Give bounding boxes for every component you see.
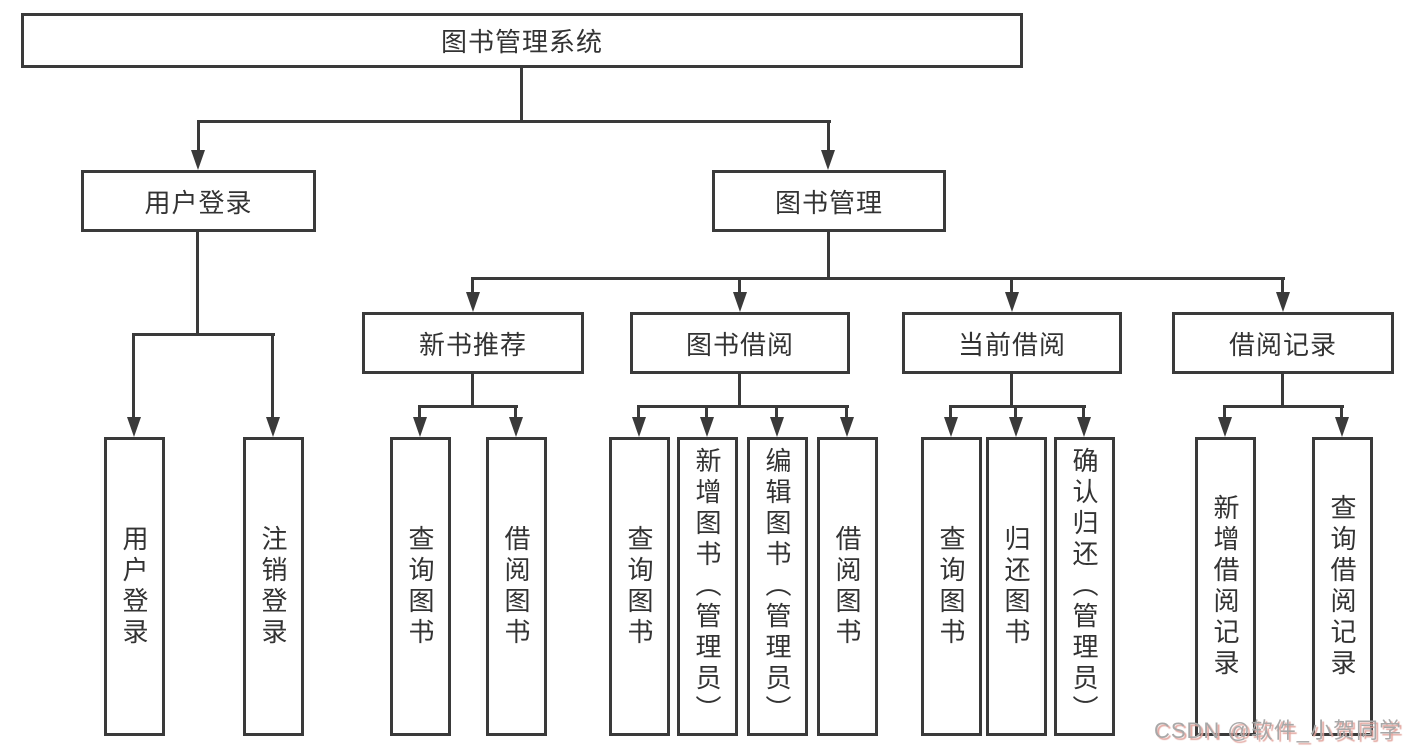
connector-line [471, 277, 474, 294]
leaf-edit-book-admin: 编辑图书（管理员） [747, 437, 808, 736]
connector-line [738, 277, 741, 294]
connector-line [132, 333, 275, 336]
leaf-logout: 注销登录 [243, 437, 304, 736]
arrowhead-down-icon [1276, 292, 1290, 312]
connector-line [827, 120, 830, 152]
connector-line [827, 232, 830, 279]
connector-line [1340, 405, 1343, 419]
connector-line [418, 405, 421, 419]
arrowhead-down-icon [733, 292, 747, 312]
connector-line [471, 374, 474, 407]
connector-line [738, 374, 741, 407]
arrowhead-down-icon [191, 150, 205, 170]
leaf-recommend-query-book: 查询图书 [390, 437, 451, 736]
arrowhead-down-icon [632, 417, 646, 437]
leaf-recommend-borrow-book: 借阅图书 [486, 437, 547, 736]
leaf-borrow-book: 借阅图书 [817, 437, 878, 736]
connector-line [1281, 374, 1284, 407]
arrowhead-down-icon [1077, 417, 1091, 437]
connector-line [949, 405, 952, 419]
connector-line [418, 405, 518, 408]
connector-line [197, 120, 831, 123]
connector-line [1014, 405, 1017, 419]
arrowhead-down-icon [1335, 417, 1349, 437]
connector-line [637, 405, 640, 419]
leaf-borrow-query-book: 查询图书 [609, 437, 670, 736]
leaf-return-book: 归还图书 [986, 437, 1047, 736]
leaf-query-borrow-record: 查询借阅记录 [1312, 437, 1373, 736]
arrowhead-down-icon [944, 417, 958, 437]
leaf-current-query-book: 查询图书 [921, 437, 982, 736]
leaf-add-borrow-record: 新增借阅记录 [1195, 437, 1256, 736]
arrowhead-down-icon [821, 150, 835, 170]
connector-line [1281, 277, 1284, 294]
connector-line [949, 405, 1086, 408]
arrowhead-down-icon [1009, 417, 1023, 437]
arrowhead-down-icon [1005, 292, 1019, 312]
connector-line [1223, 405, 1344, 408]
connector-line [514, 405, 517, 419]
connector-line [197, 120, 200, 152]
arrowhead-down-icon [840, 417, 854, 437]
connector-line [196, 232, 199, 335]
arrowhead-down-icon [266, 417, 280, 437]
connector-line [520, 68, 523, 122]
connector-line [1010, 374, 1013, 407]
connector-line [1010, 277, 1013, 294]
leaf-user-login: 用户登录 [104, 437, 165, 736]
node-user-login-group: 用户登录 [81, 170, 316, 232]
node-borrow-records: 借阅记录 [1172, 312, 1394, 374]
arrowhead-down-icon [1218, 417, 1232, 437]
node-book-borrow: 图书借阅 [630, 312, 850, 374]
arrowhead-down-icon [413, 417, 427, 437]
arrowhead-down-icon [509, 417, 523, 437]
node-new-book-recommend: 新书推荐 [362, 312, 584, 374]
node-current-borrow: 当前借阅 [902, 312, 1122, 374]
arrowhead-down-icon [466, 292, 480, 312]
arrowhead-down-icon [127, 417, 141, 437]
leaf-confirm-return-admin: 确认归还（管理员） [1054, 437, 1115, 736]
connector-line [271, 333, 274, 419]
node-root: 图书管理系统 [21, 13, 1023, 68]
connector-line [705, 405, 708, 419]
arrowhead-down-icon [700, 417, 714, 437]
leaf-add-book-admin: 新增图书（管理员） [677, 437, 738, 736]
connector-line [845, 405, 848, 419]
connector-line [775, 405, 778, 419]
csdn-watermark: CSDN @软件_小贺同学 [1153, 718, 1402, 743]
arrowhead-down-icon [770, 417, 784, 437]
connector-line [1223, 405, 1226, 419]
connector-line [471, 277, 1285, 280]
node-book-management: 图书管理 [712, 170, 946, 232]
connector-line [1082, 405, 1085, 419]
connector-line [132, 333, 135, 419]
connector-line [637, 405, 849, 408]
